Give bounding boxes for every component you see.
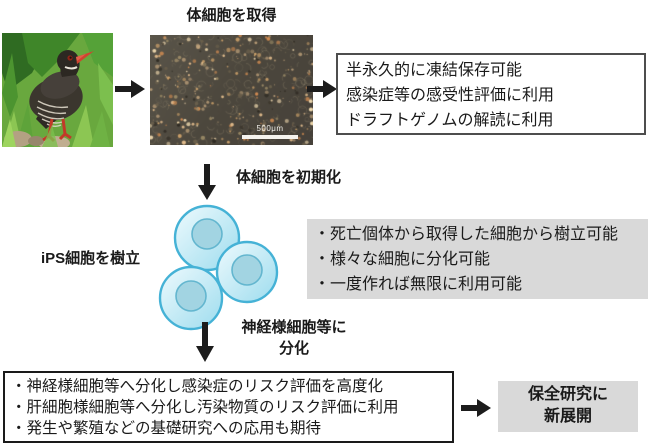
step-label-acquire-somatic-cells: 体細胞を取得 xyxy=(186,7,277,24)
outcome-line1: 保全研究に xyxy=(527,386,608,403)
step-label-reprogram-somatic-cells: 体細胞を初期化 xyxy=(236,169,342,186)
somatic-use-line: 半永久的に凍結保存可能 xyxy=(346,62,523,79)
micrograph-image xyxy=(150,35,313,145)
scale-bar xyxy=(242,135,298,139)
application-line: ・肝細胞様細胞等へ分化し汚染物質のリスク評価に利用 xyxy=(11,399,399,416)
ips-feature-line: ・死亡個体から取得した細胞から樹立可能 xyxy=(314,226,619,243)
outcome-line2: 新展開 xyxy=(543,408,592,425)
arrow-right-icon xyxy=(115,80,145,98)
arrow-down-icon xyxy=(196,322,214,362)
scale-bar-label: 500μm xyxy=(256,124,284,133)
somatic-use-line: 感染症等の感受性評価に利用 xyxy=(346,87,555,104)
somatic-use-line: ドラフトゲノムの解読に利用 xyxy=(346,112,554,129)
applications-box: ・神経様細胞等へ分化し感染症のリスク評価を高度化 ・肝細胞様細胞等へ分化し汚染物… xyxy=(3,371,454,443)
step-label-establish-ips-cells: iPS細胞を樹立 xyxy=(41,250,141,267)
arrow-down-icon xyxy=(198,164,216,200)
ips-cells-illustration xyxy=(158,204,279,331)
somatic-cell-culture-micrograph: 500μm xyxy=(150,35,313,145)
conservation-outcome-box: 保全研究に 新展開 xyxy=(498,381,638,432)
ips-feature-line: ・様々な細胞に分化可能 xyxy=(314,251,491,268)
arrow-right-icon xyxy=(461,399,491,417)
application-line: ・神経様細胞等へ分化し感染症のリスク評価を高度化 xyxy=(11,378,384,395)
step4-line1: 神経様細胞等に xyxy=(241,319,347,336)
ips-feature-line: ・一度作れば無限に利用可能 xyxy=(314,276,523,293)
somatic-cell-uses-box: 半永久的に凍結保存可能 感染症等の感受性評価に利用 ドラフトゲノムの解読に利用 xyxy=(336,53,646,135)
okinawa-rail-bird-photo xyxy=(2,33,113,147)
step-label-differentiate-neural-cells: 神経様細胞等に 分化 xyxy=(228,317,360,359)
step4-line2: 分化 xyxy=(278,340,309,357)
application-line: ・発生や繁殖などの基礎研究への応用も期待 xyxy=(11,420,322,437)
arrow-right-icon xyxy=(307,80,337,98)
ips-cell-features-box: ・死亡個体から取得した細胞から樹立可能 ・様々な細胞に分化可能 ・一度作れば無限… xyxy=(307,219,648,299)
